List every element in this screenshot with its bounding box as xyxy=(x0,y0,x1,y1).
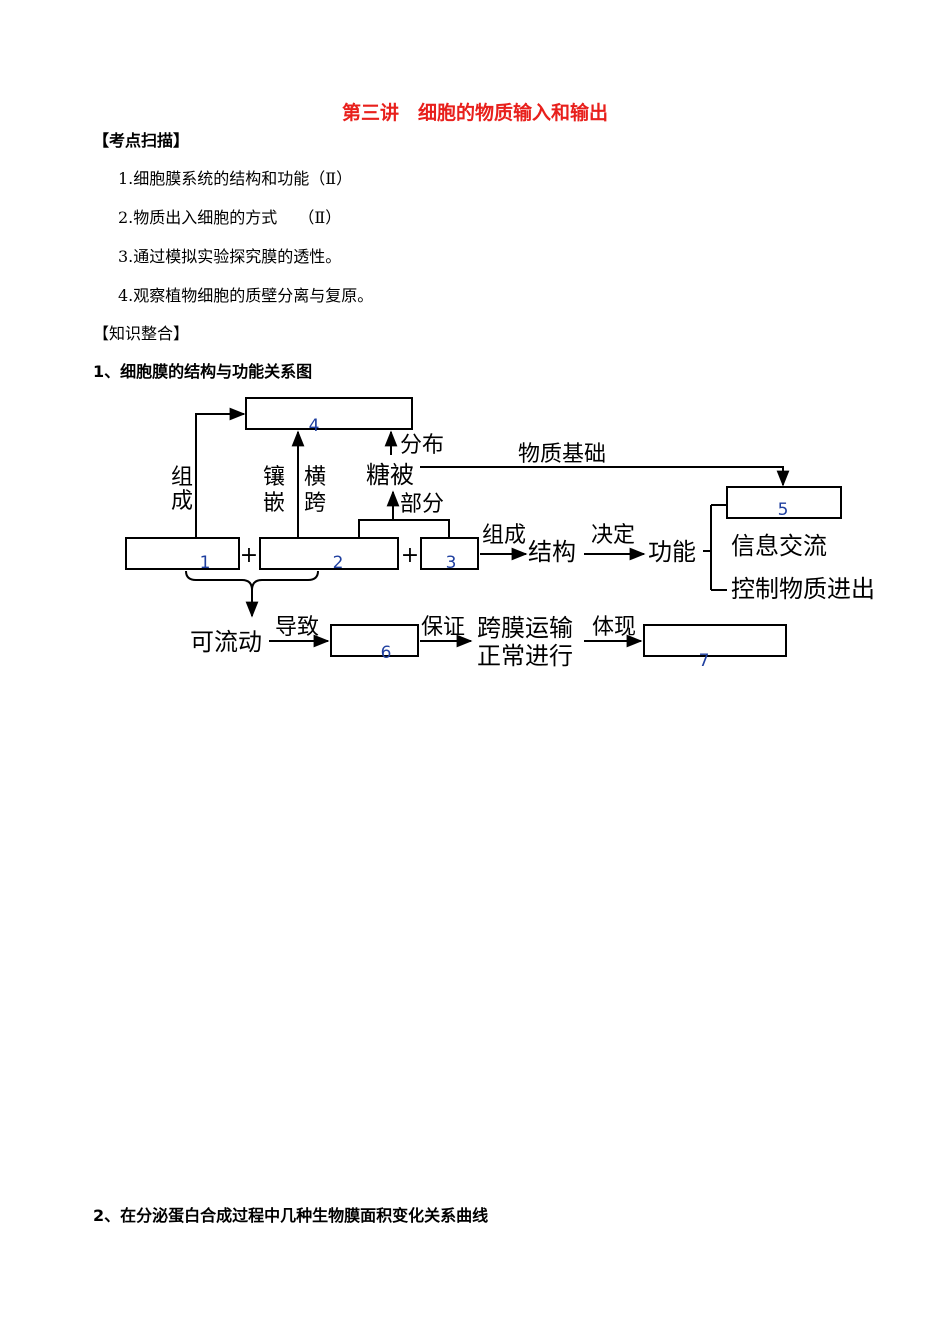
q2-title: 2、在分泌蛋白合成过程中几种生物膜面积变化关系曲线 xyxy=(93,1206,489,1225)
label-kuamo-1: 跨膜运输 xyxy=(477,614,573,642)
label-hengkua-top: 横 xyxy=(304,465,326,490)
label-zucheng-bottom: 成 xyxy=(171,489,193,514)
box-5 xyxy=(726,486,842,519)
label-zucheng: 组成 xyxy=(482,523,526,548)
label-wuzhi-jichu: 物质基础 xyxy=(518,442,606,467)
label-gongneng: 功能 xyxy=(648,538,696,566)
label-hengkua-bottom: 跨 xyxy=(304,491,326,516)
label-kuamo-2: 正常进行 xyxy=(477,642,573,670)
label-fenbu: 分布 xyxy=(400,433,444,458)
box-1 xyxy=(125,537,240,570)
label-keliudong: 可流动 xyxy=(190,628,262,656)
kaodian-item-4: 4.观察植物细胞的质壁分离与复原。 xyxy=(118,286,374,305)
label-daozhi: 导致 xyxy=(275,615,319,640)
membrane-structure-function-diagram: 4 5 1 2 3 6 7 组 成 镶 嵌 横 跨 分布 糖被 部分 物质基础 … xyxy=(125,397,875,671)
kaodian-item-3: 3.通过模拟实验探究膜的透性。 xyxy=(118,247,342,266)
label-jueding: 决定 xyxy=(591,523,635,548)
label-zucheng-top: 组 xyxy=(171,465,193,490)
box-number-4: 4 xyxy=(309,416,320,436)
box-number-5: 5 xyxy=(778,500,789,520)
box-number-1: 1 xyxy=(200,553,211,573)
label-xiangqian-top: 镶 xyxy=(263,465,285,490)
section-zhishi: 【知识整合】 xyxy=(93,324,190,343)
box-6 xyxy=(330,624,419,657)
label-tixian: 体现 xyxy=(592,615,636,640)
label-plus-2: + xyxy=(401,543,419,568)
label-plus-1: + xyxy=(240,543,258,568)
box-number-2: 2 xyxy=(333,553,344,573)
box-7 xyxy=(643,624,787,657)
page-title: 第三讲 细胞的物质输入和输出 xyxy=(341,102,608,124)
label-jiegou: 结构 xyxy=(528,538,576,566)
box-2 xyxy=(259,537,399,570)
label-xiangqian-bottom: 嵌 xyxy=(263,491,285,516)
box-number-7: 7 xyxy=(699,651,710,671)
q1-title: 1、细胞膜的结构与功能关系图 xyxy=(93,362,313,381)
label-bufen: 部分 xyxy=(400,492,444,517)
label-baozheng: 保证 xyxy=(421,615,465,640)
label-kongzhi: 控制物质进出 xyxy=(731,575,875,603)
label-tangbei: 糖被 xyxy=(366,461,414,489)
box-number-3: 3 xyxy=(446,553,457,573)
box-4 xyxy=(245,397,413,430)
label-xinxi: 信息交流 xyxy=(731,532,827,560)
kaodian-item-1: 1.细胞膜系统的结构和功能（Ⅱ） xyxy=(118,169,353,188)
box-number-6: 6 xyxy=(381,643,392,663)
kaodian-item-2: 2.物质出入细胞的方式 （Ⅱ） xyxy=(118,208,342,227)
section-kaodian: 【考点扫描】 xyxy=(93,131,190,150)
